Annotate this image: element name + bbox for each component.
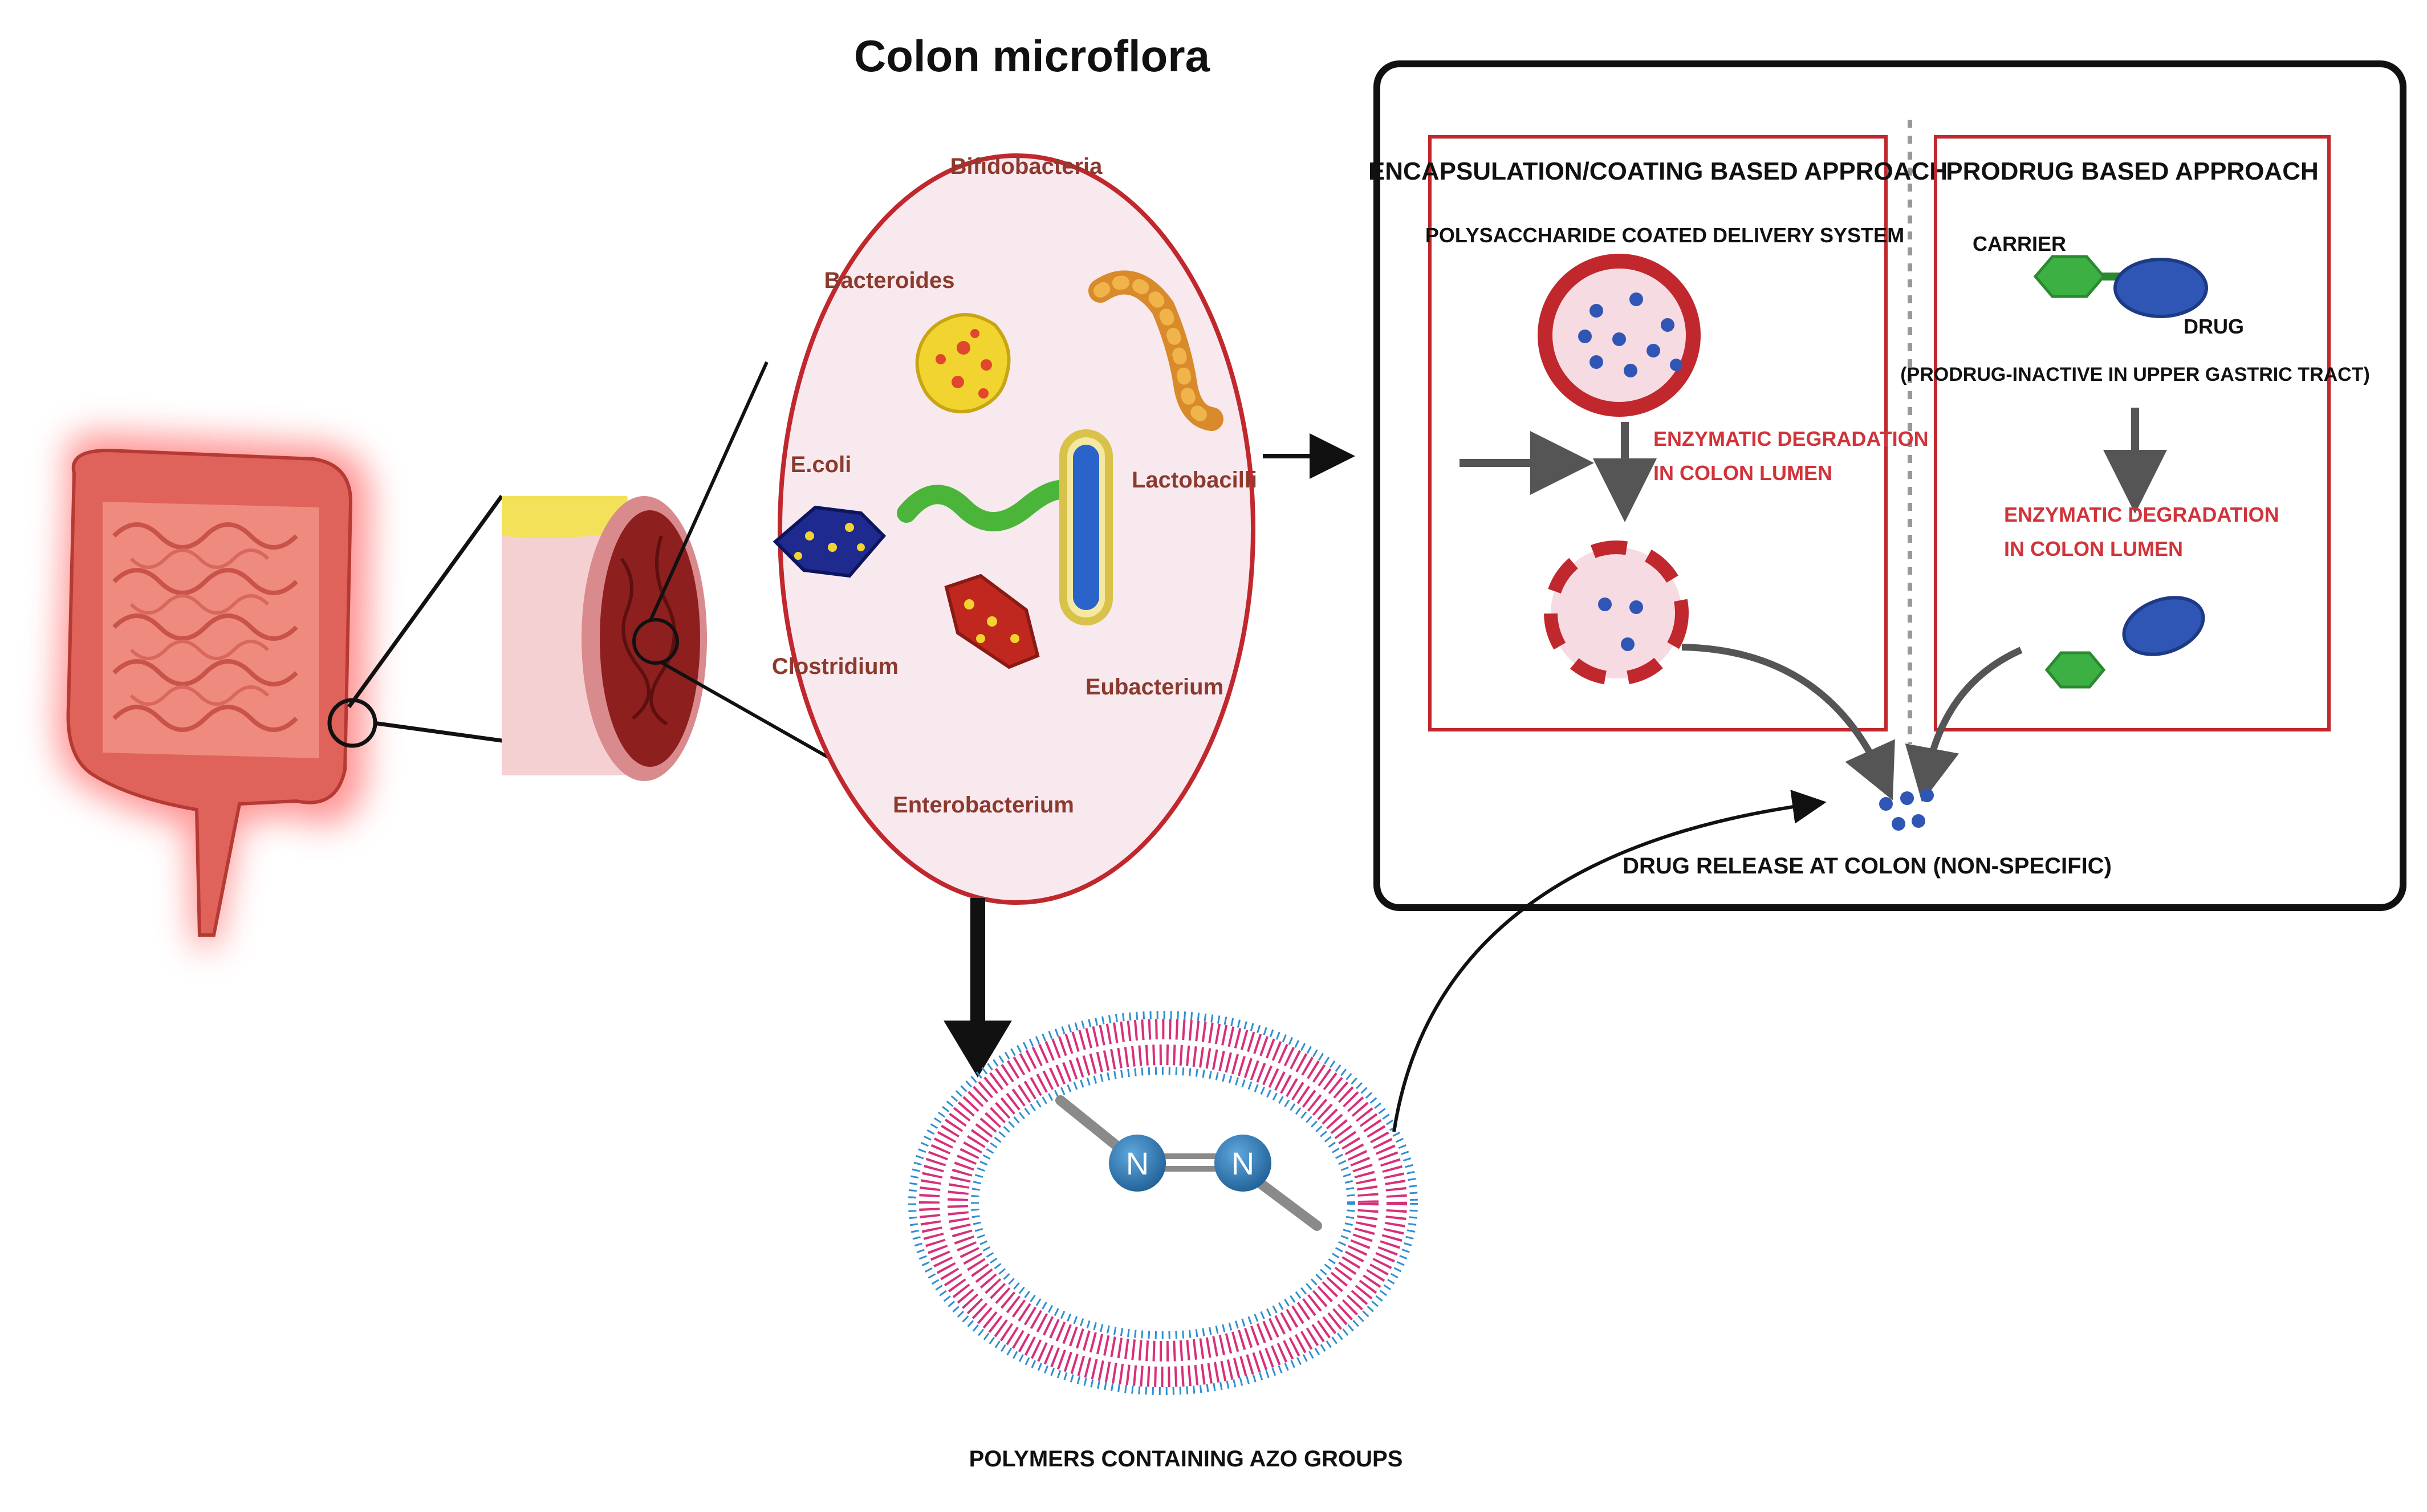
encap-degradation-line2: IN COLON LUMEN [1653, 461, 1832, 485]
arrow-to-azo-head [944, 1021, 1012, 1078]
intestine-illustration [56, 433, 377, 946]
microflora-title: Colon microflora [854, 31, 1210, 81]
label-clostridium: Clostridium [772, 654, 899, 679]
arrow-encap-to-release [1681, 644, 1895, 800]
label-enterobacterium: Enterobacterium [893, 792, 1074, 818]
prodrug-box [1934, 135, 2331, 731]
atom-n-right: N [1231, 1145, 1254, 1181]
microflora-circle [778, 153, 1255, 905]
released-drug-dots [1879, 788, 1934, 831]
zoom-line-flora-lower [660, 661, 839, 765]
drug-label: DRUG [2184, 315, 2244, 338]
label-ecoli: E.coli [791, 452, 852, 477]
zoom-line-flora-upper [648, 361, 769, 623]
arrow-prodrug-to-release [1905, 647, 2023, 803]
curved-bacterium [897, 479, 1087, 531]
encap-degradation-line1: ENZYMATIC DEGRADATION [1653, 427, 1929, 450]
clostridium-cell [944, 574, 1040, 669]
carrier-label: CARRIER [1973, 232, 2066, 255]
release-label: DRUG RELEASE AT COLON (NON-SPECIFIC) [1623, 853, 2112, 879]
encapsulation-heading: ENCAPSULATION/COATING BASED APPROACH [1368, 157, 1948, 185]
ecoli-cell [773, 505, 887, 578]
prodrug-inactive-label: (PRODRUG-INACTIVE IN UPPER GASTRIC TRACT… [1900, 364, 2370, 385]
rod-bacterium [1059, 429, 1113, 625]
approaches-panel [1373, 60, 2406, 911]
prodrug-degradation-line1: ENZYMATIC DEGRADATION [2004, 503, 2279, 526]
degraded-particle [1544, 540, 1689, 685]
label-lactobacilli: Lactobacilli [1132, 468, 1257, 493]
label-bacteroides: Bacteroides [824, 268, 955, 293]
prodrug-degradation-line2: IN COLON LUMEN [2004, 537, 2183, 560]
label-eubacterium: Eubacterium [1086, 674, 1223, 700]
bacteroides-cell [915, 313, 1011, 413]
azo-label: POLYMERS CONTAINING AZO GROUPS [969, 1446, 1403, 1472]
encapsulation-box [1428, 135, 1888, 731]
zoom-line-upper [347, 494, 503, 709]
coated-delivery-particle [1538, 254, 1701, 417]
azo-bond-molecule: N N [1055, 1095, 1322, 1231]
cleaved-prodrug [2044, 596, 2205, 689]
prodrug-heading: PRODRUG BASED APPROACH [1946, 157, 2319, 185]
arrow-azo-to-release [1392, 790, 1827, 1132]
polysaccharide-label: POLYSACCHARIDE COATED DELIVERY SYSTEM [1425, 223, 1904, 247]
atom-n-left: N [1126, 1145, 1149, 1181]
lactobacilli-cell [1088, 270, 1223, 431]
azo-polymer-vesicle [908, 1011, 1418, 1395]
label-bifidobacteria: Bifidobacteria [950, 154, 1103, 179]
prodrug-molecule [2033, 255, 2208, 318]
colon-cross-section [502, 496, 707, 781]
